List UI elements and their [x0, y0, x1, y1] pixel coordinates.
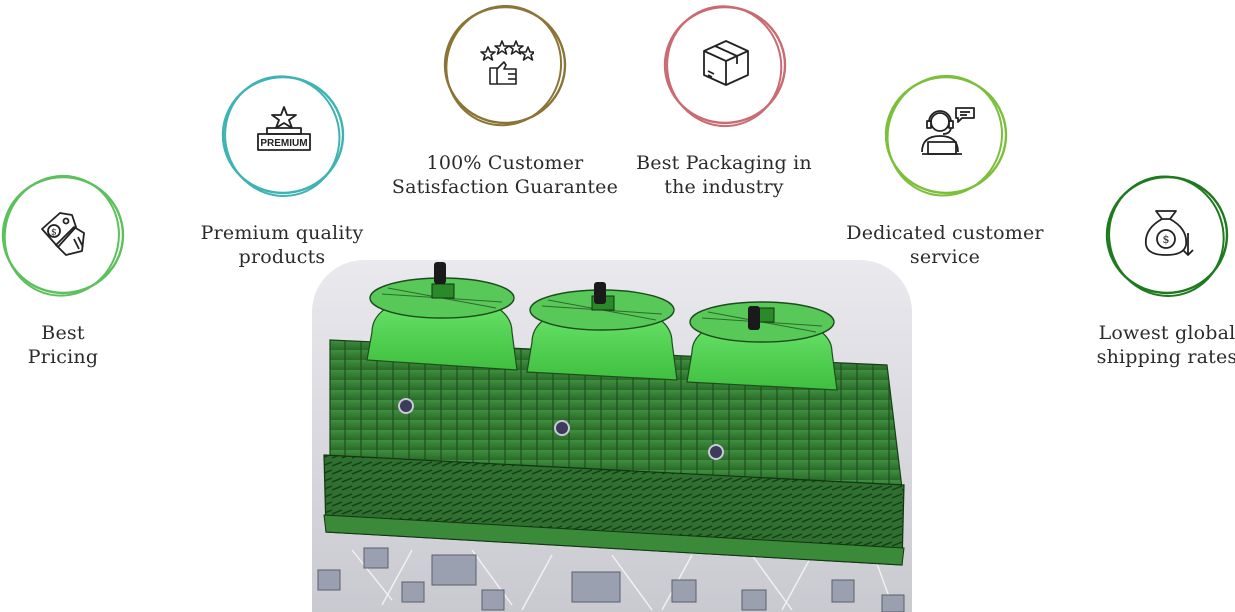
price-tag-icon: $	[36, 205, 92, 265]
service-label: Dedicated customer service	[846, 222, 1044, 268]
shipping-label: Lowest global shipping rates	[1096, 322, 1235, 368]
pricing-label: Best Pricing	[27, 322, 99, 368]
premium-label: Premium quality products	[200, 222, 364, 268]
satisfaction-label: 100% Customer Satisfaction Guarantee	[391, 152, 619, 198]
premium-badge-icon: PREMIUM	[255, 104, 313, 160]
product-image	[312, 260, 912, 612]
packaging-label: Best Packaging in the industry	[636, 152, 812, 198]
premium-ring	[220, 72, 346, 202]
svg-text:$: $	[1163, 233, 1170, 246]
packaging-ring	[662, 2, 788, 132]
satisfaction-ring	[442, 2, 568, 132]
cooling-tower-illustration	[317, 262, 905, 612]
svg-text:$: $	[51, 228, 57, 238]
svg-text:PREMIUM: PREMIUM	[260, 138, 307, 149]
customer-support-icon	[918, 104, 976, 164]
money-bag-down-icon: $	[1142, 205, 1196, 265]
thumbs-up-stars-icon	[478, 38, 536, 94]
shipping-ring	[1104, 172, 1230, 302]
package-box-icon	[700, 37, 752, 93]
pricing-ring	[0, 172, 126, 302]
service-ring	[883, 72, 1009, 202]
